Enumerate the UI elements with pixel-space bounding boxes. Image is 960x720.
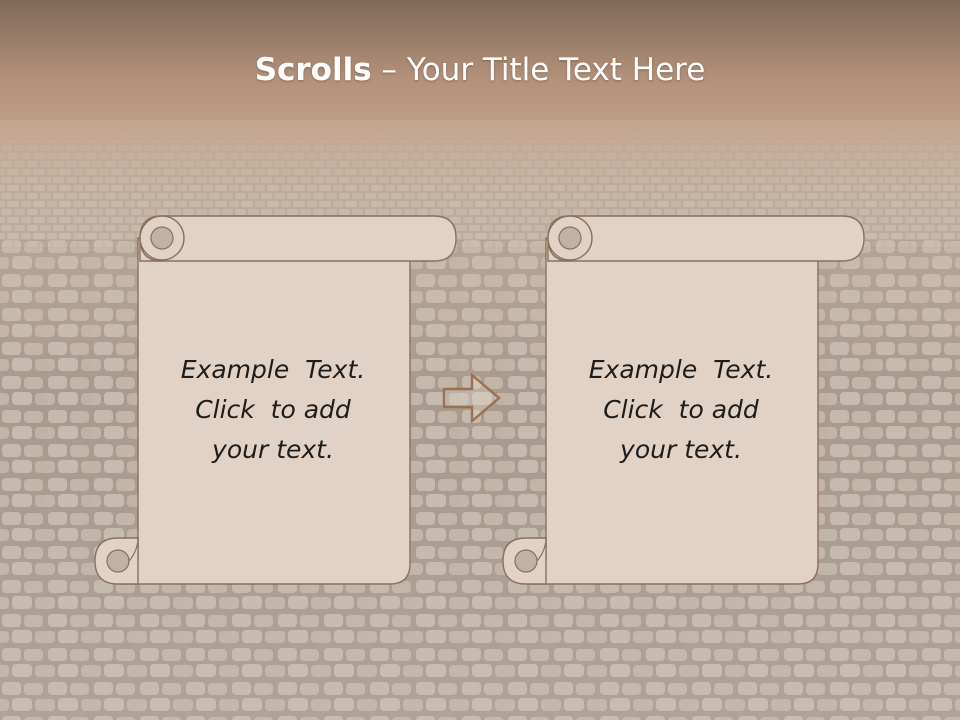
right-arrow-outline-icon	[442, 372, 501, 424]
scroll-text-line: Example Text.	[588, 355, 774, 384]
slide-title[interactable]: Scrolls – Your Title Text Here	[0, 52, 960, 88]
scroll-text-line: your text.	[212, 435, 334, 464]
scroll-text-line: Click to add	[603, 395, 759, 424]
scroll-shape-1[interactable]: Example Text. Click to add your text.	[92, 214, 462, 589]
title-bold-part: Scrolls	[254, 52, 372, 88]
scroll-shape-2[interactable]: Example Text. Click to add your text.	[500, 214, 870, 589]
scroll-graphic	[94, 215, 457, 585]
scroll-text-line: your text.	[620, 435, 742, 464]
title-rest-part: – Your Title Text Here	[371, 52, 706, 88]
scroll-text-2[interactable]: Example Text. Click to add your text.	[531, 350, 831, 470]
scroll-graphic	[502, 215, 865, 585]
scroll-text-1[interactable]: Example Text. Click to add your text.	[123, 350, 423, 470]
scroll-text-line: Click to add	[195, 395, 351, 424]
scroll-text-line: Example Text.	[180, 355, 366, 384]
